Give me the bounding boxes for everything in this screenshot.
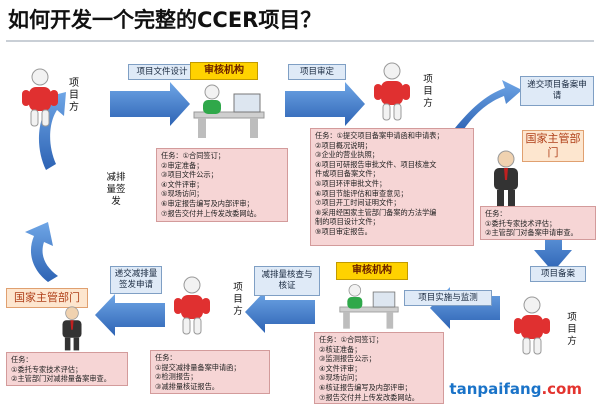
project-party-label-top-mid: 项目方 bbox=[423, 74, 433, 109]
design-doc-label: 项目文件设计 bbox=[128, 64, 196, 80]
project-party-icon-bottom-mid bbox=[172, 276, 212, 342]
arrow-party-to-authority bbox=[95, 294, 165, 336]
authority-officer-icon-left bbox=[54, 306, 90, 356]
arrow-review-to-party-mid bbox=[245, 291, 315, 333]
project-party-icon-bottom-right bbox=[512, 296, 552, 362]
arrow-party-to-submit bbox=[455, 80, 522, 132]
authority-right-tasks: 任务： ①委托专家技术评估； ②主管部门对备案申请审查。 bbox=[480, 206, 596, 240]
authority-right-label: 国家主管部门 bbox=[522, 130, 584, 162]
review-agency-bottom: 审核机构 bbox=[336, 262, 408, 280]
authority-officer-icon-right bbox=[486, 150, 526, 212]
authority-left-tasks: 任务： ①委托专家技术评估； ②主管部门对减排量备案审查。 bbox=[6, 352, 128, 386]
project-party-icon-top-mid bbox=[372, 62, 412, 128]
project-party-label-top-left: 项目方 bbox=[69, 78, 79, 113]
submit-filing-label: 递交项目备案申请 bbox=[520, 76, 594, 106]
implementation-label: 项目实施与监测 bbox=[404, 290, 492, 306]
submit-reduction-label: 递交减排量签发申请 bbox=[110, 266, 162, 294]
review-agency-top: 审核机构 bbox=[190, 62, 258, 80]
project-party-label-bottom-mid: 项目方 bbox=[233, 282, 243, 317]
arrow-authority-to-issuance bbox=[25, 222, 58, 282]
project-party-label-bottom-right: 项目方 bbox=[567, 312, 577, 347]
authority-left-label: 国家主管部门 bbox=[6, 288, 88, 308]
arrow-review-to-party bbox=[285, 82, 365, 126]
arrow-authority-to-filing bbox=[534, 220, 572, 272]
title-divider bbox=[6, 40, 594, 42]
reviewer-desk-icon-bottom bbox=[330, 282, 408, 336]
verify-label: 减排量核查与核证 bbox=[254, 266, 320, 296]
page-title: 如何开发一个完整的CCER项目？ bbox=[8, 8, 322, 32]
bottom-mid-tasks: 任务： ①提交减排量备案申请函； ②检测报告； ③减排量核证报告。 bbox=[150, 350, 270, 394]
site-watermark: tanpaifang.com bbox=[449, 380, 582, 398]
review-tasks-top: 任务：①合同签订； ②审定准备； ③项目文件公示； ④文件评审； ⑤现场访问； … bbox=[156, 148, 288, 222]
bottom-review-tasks: 任务：①合同签订； ②核证准备； ③监测报告公示； ④文件评审； ⑤现场访问； … bbox=[314, 332, 444, 404]
project-review-label: 项目审定 bbox=[288, 64, 346, 80]
filing-tasks: 任务：①提交项目备案申请函和申请表； ②项目概况说明； ③企业的营业执照； ④项… bbox=[310, 128, 474, 246]
project-filing-label: 项目备案 bbox=[530, 266, 586, 282]
reduction-issuance-label: 减排量签发 bbox=[106, 172, 126, 207]
arrow-design-to-review bbox=[110, 82, 190, 126]
project-party-icon-top-left bbox=[20, 68, 60, 134]
reviewer-desk-icon bbox=[190, 82, 268, 146]
